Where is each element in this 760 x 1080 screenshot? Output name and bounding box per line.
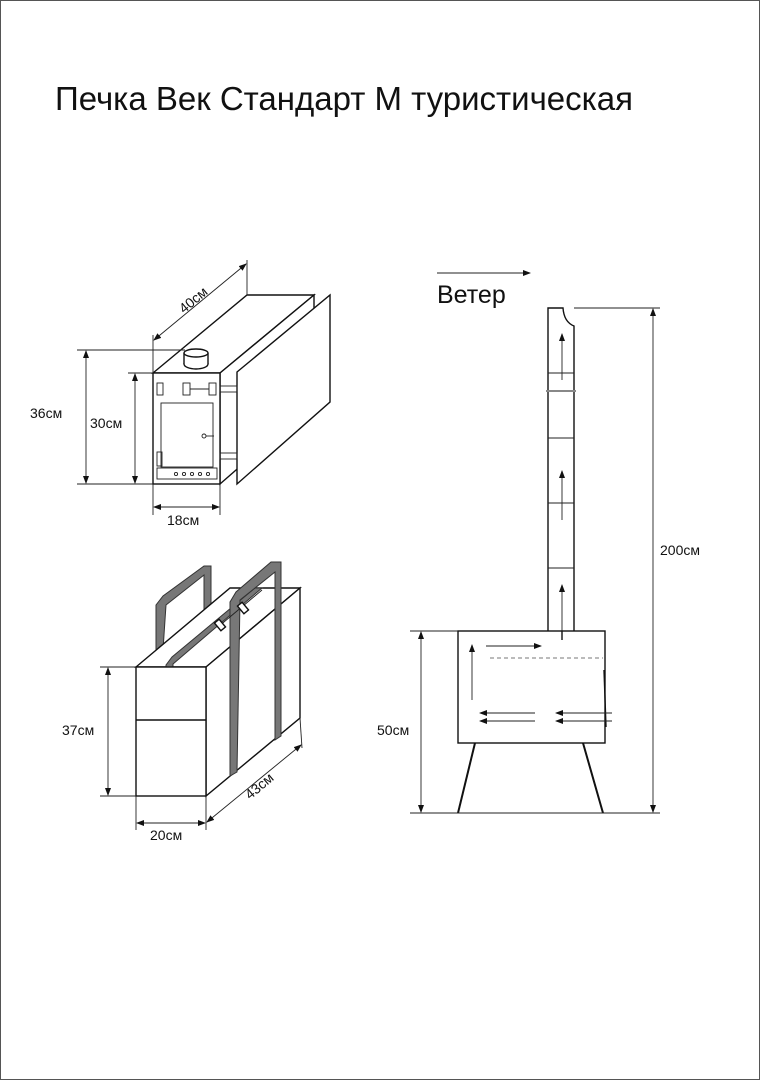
dim-stove-height-total: 36см — [30, 405, 62, 421]
dim-bag-length: 43см — [242, 769, 277, 802]
dim-stove-height-body: 30см — [90, 415, 122, 431]
chimney-drawing — [546, 307, 576, 645]
page-title: Печка Век Стандарт М туристическая — [55, 80, 633, 117]
dim-chimney-height: 200см — [660, 542, 700, 558]
dim-stove-installed-height: 50см — [377, 722, 409, 738]
stove-packed-dimensions — [77, 260, 248, 515]
wind-label: Ветер — [437, 281, 506, 309]
stove-packed-drawing — [151, 293, 331, 486]
dim-bag-height: 37см — [62, 722, 94, 738]
bag-dimensions — [100, 666, 303, 830]
installed-dimensions — [410, 307, 660, 813]
bag-drawing — [134, 561, 302, 798]
dim-stove-depth: 40см — [176, 283, 211, 316]
stove-installed-drawing — [410, 630, 660, 814]
dim-stove-width: 18см — [167, 512, 199, 528]
dim-bag-width: 20см — [150, 827, 182, 843]
